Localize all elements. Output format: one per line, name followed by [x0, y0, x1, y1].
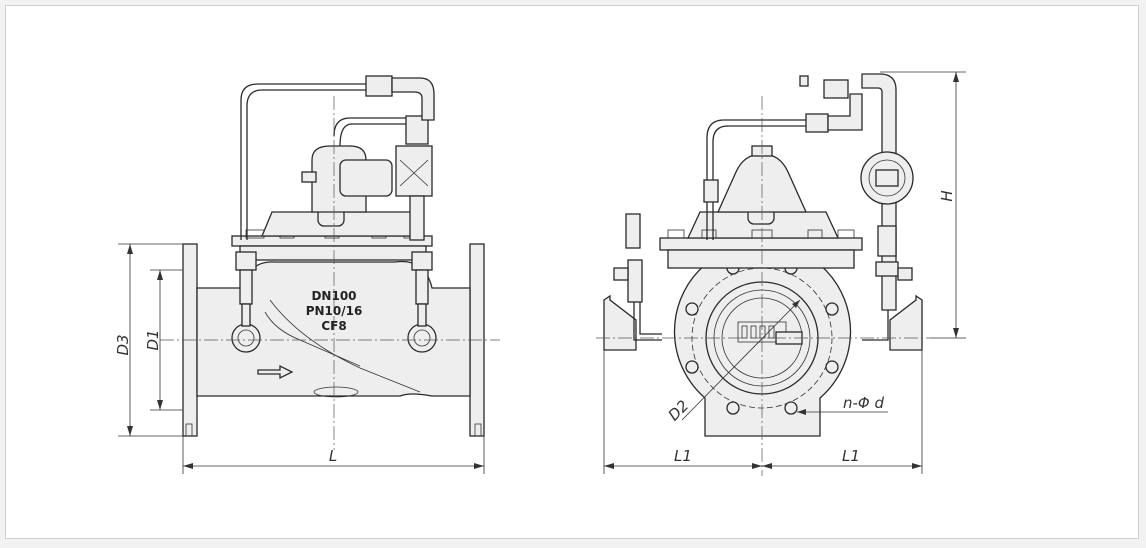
dimension-d1: D1 — [144, 269, 183, 411]
left-fitting — [625, 213, 641, 249]
material-mark: CF8 — [321, 319, 346, 333]
dimension-h: H — [880, 71, 966, 339]
control-tube-left — [240, 83, 366, 240]
dimension-d3: D3 — [114, 243, 183, 437]
flow-arrow — [257, 364, 294, 380]
l-label: L — [329, 447, 337, 465]
dimension-l: L — [182, 436, 485, 474]
cover-plate — [231, 235, 433, 247]
ball-valve-left — [235, 251, 257, 271]
dimension-l1: L1 L1 — [603, 350, 923, 474]
side-cover-plate — [659, 237, 863, 251]
valve-body — [196, 260, 471, 397]
l1-left-label: L1 — [674, 447, 692, 465]
nominal-diameter-mark: DN100 — [311, 289, 356, 303]
gauge-port-left — [231, 323, 261, 353]
front-view: DN100 PN10/16 CF8 D3 D1 L — [114, 75, 500, 474]
d1-label: D1 — [144, 329, 162, 350]
d3-label: D3 — [114, 334, 132, 355]
h-label: H — [938, 190, 956, 201]
side-control-tube — [706, 119, 806, 240]
ball-valve-right — [411, 251, 433, 271]
l1-right-label: L1 — [842, 447, 860, 465]
left-support — [603, 294, 637, 351]
d2-label: D2 — [665, 397, 693, 425]
side-view: D2 n-Φ d L1 L1 H — [596, 71, 966, 476]
pressure-rating-mark: PN10/16 — [306, 304, 363, 318]
gauge-port-right — [407, 323, 437, 353]
bolt-holes — [685, 261, 839, 415]
needle-valve — [395, 145, 433, 197]
hole-spec-label: n-Φ d — [843, 394, 884, 412]
